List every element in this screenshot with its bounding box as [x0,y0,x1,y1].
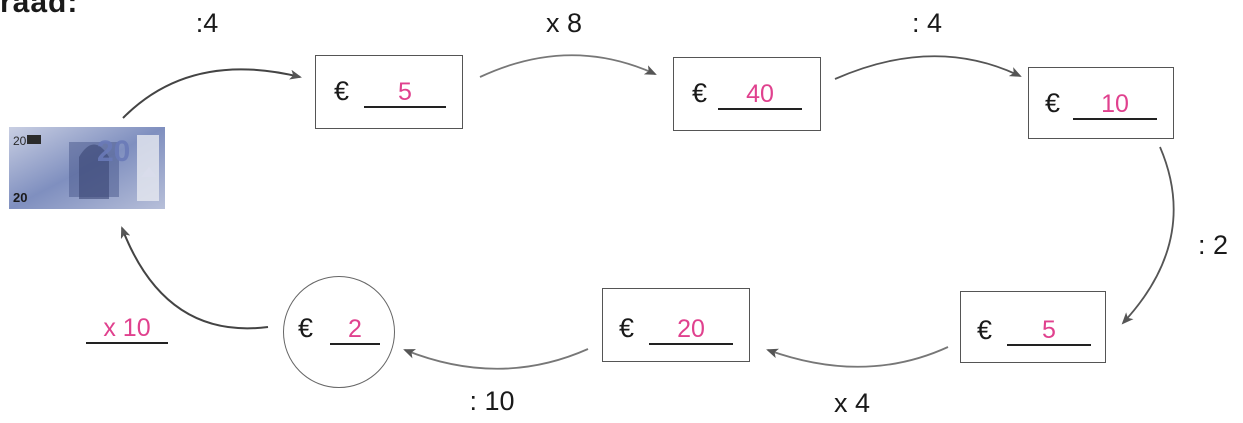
arrow-circle-to-start [120,226,269,330]
answer-field-6[interactable]: 2 [330,315,380,345]
amount-box-2: € 40 [673,57,821,131]
arrow-box5-to-circle [403,348,589,370]
euro-sign: € [1045,88,1061,118]
euro-sign: € [619,313,635,343]
svg-text:20: 20 [13,190,27,205]
euro-sign: € [334,76,350,106]
arrow-box3-to-box4 [1121,146,1175,325]
svg-text:20: 20 [97,135,130,168]
euro-sign: € [977,315,993,345]
heading-fragment: raad: [0,0,79,19]
euro-sign: € [298,313,314,343]
amount-box-5: € 20 [602,288,750,362]
amount-box-1: € 5 [315,55,463,129]
operation-label-1: :4 [195,8,219,38]
operation-label-2: x 8 [545,8,583,38]
arrow-box2-to-box3 [834,55,1022,80]
svg-text:20: 20 [13,134,27,148]
return-operation-answer[interactable]: x 10 [86,314,168,344]
answer-field-3[interactable]: 10 [1073,90,1157,120]
euro-banknote-icon: 20 20 20 [9,127,165,209]
arrow-start-to-box1 [122,68,302,119]
amount-circle: € 2 [283,276,395,388]
operation-label-4: : 2 [1197,230,1229,260]
answer-field-2[interactable]: 40 [718,80,802,110]
arrow-box4-to-box5 [766,346,949,368]
amount-box-3: € 10 [1028,67,1174,139]
answer-field-1[interactable]: 5 [364,78,446,108]
arrow-box1-to-box2 [479,54,657,78]
amount-box-4: € 5 [960,291,1106,363]
answer-field-4[interactable]: 5 [1007,316,1091,346]
operation-label-5: x 4 [833,388,871,418]
answer-field-5[interactable]: 20 [649,315,733,345]
operation-label-3: : 4 [911,8,943,38]
operation-label-6: : 10 [469,386,515,416]
euro-sign: € [692,78,708,108]
